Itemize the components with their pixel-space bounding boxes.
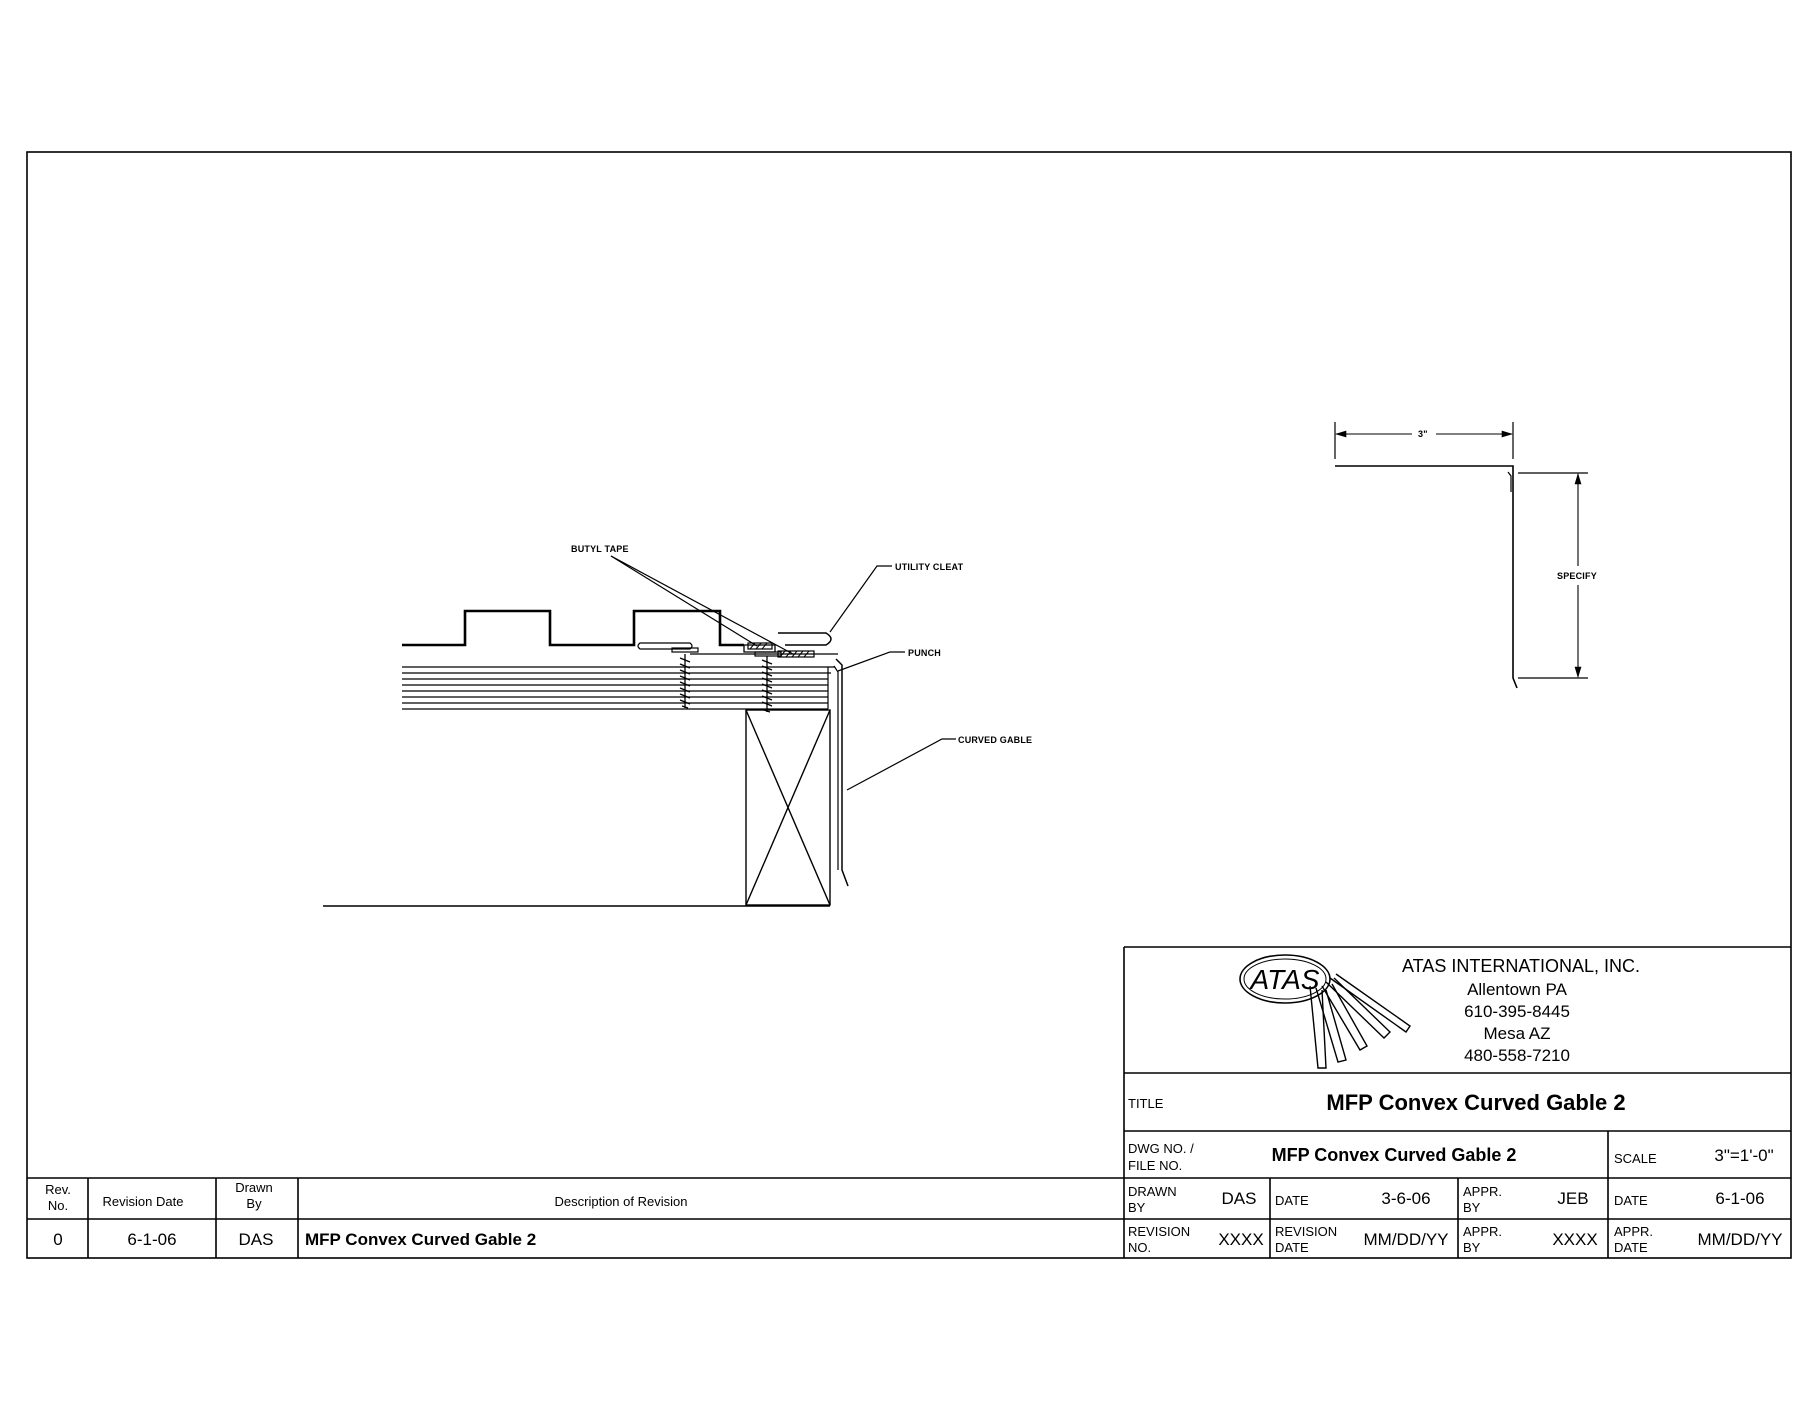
revision-no-label-line1: REVISION [1128, 1224, 1190, 1239]
washer [671, 647, 699, 653]
title-label: TITLE [1128, 1096, 1164, 1111]
date2-value: 6-1-06 [1715, 1189, 1764, 1208]
label-butyl-tape: BUTYL TAPE [571, 544, 629, 554]
description-header: Description of Revision [555, 1194, 688, 1209]
drawn-by-header-line2: By [246, 1196, 262, 1211]
revision-date-label-line1: REVISION [1275, 1224, 1337, 1239]
revision-row-date: 6-1-06 [127, 1230, 176, 1249]
rev-no-header-line2: No. [48, 1198, 68, 1213]
dimension-3-inch: 3" [1418, 429, 1428, 439]
drawn-by-value: DAS [1222, 1189, 1257, 1208]
revision-date-header: Revision Date [103, 1194, 184, 1209]
appr-date-value: MM/DD/YY [1698, 1230, 1783, 1249]
revision-no-label-line2: NO. [1128, 1240, 1151, 1255]
dwg-no-value: MFP Convex Curved Gable 2 [1272, 1145, 1517, 1165]
appr-by-label-line2: BY [1463, 1200, 1481, 1215]
trim-profile [1334, 422, 1588, 689]
logo-text: ATAS [1249, 964, 1320, 995]
revision-row-by: DAS [239, 1230, 274, 1249]
company-phone-1: 610-395-8445 [1464, 1002, 1570, 1021]
scale-label: SCALE [1614, 1151, 1657, 1166]
company-name: ATAS INTERNATIONAL, INC. [1402, 956, 1640, 976]
scale-value: 3"=1'-0" [1714, 1146, 1773, 1165]
drawn-by-label-line1: DRAWN [1128, 1184, 1177, 1199]
appr-by-value: JEB [1557, 1189, 1588, 1208]
profile-outline [1335, 465, 1518, 689]
dwg-no-label-line1: DWG NO. / [1128, 1141, 1194, 1156]
label-utility-cleat: UTILITY CLEAT [895, 562, 964, 572]
date-value: 3-6-06 [1381, 1189, 1430, 1208]
dimension-specify: SPECIFY [1557, 571, 1597, 581]
appr-by2-label-line1: APPR. [1463, 1224, 1502, 1239]
company-city-1: Allentown PA [1467, 980, 1568, 999]
sheet-border [26, 151, 1792, 1259]
label-punch: PUNCH [908, 648, 941, 658]
revision-row-description: MFP Convex Curved Gable 2 [305, 1230, 536, 1249]
roof-deck-layers [402, 666, 835, 710]
revision-row-rev: 0 [53, 1230, 62, 1249]
company-phone-2: 480-558-7210 [1464, 1046, 1570, 1065]
revision-date-value: MM/DD/YY [1364, 1230, 1449, 1249]
date-label: DATE [1275, 1193, 1309, 1208]
revision-date-label-line2: DATE [1275, 1240, 1309, 1255]
drawn-by-label-line2: BY [1128, 1200, 1146, 1215]
drawn-by-header-line1: Drawn [235, 1180, 273, 1195]
utility-cleat [778, 632, 832, 646]
title-block [27, 946, 1791, 1258]
metal-panel [402, 609, 744, 647]
wood-blocking [745, 709, 831, 906]
date2-label: DATE [1614, 1193, 1648, 1208]
section-detail [323, 609, 849, 907]
butyl-tape-strip [747, 642, 773, 650]
curved-gable-trim [835, 658, 849, 887]
profile-hem [1507, 471, 1512, 492]
rev-no-header-line1: Rev. [45, 1182, 71, 1197]
company-city-2: Mesa AZ [1483, 1024, 1550, 1043]
screw [761, 656, 773, 713]
appr-by2-label-line2: BY [1463, 1240, 1481, 1255]
appr-by2-value: XXXX [1552, 1230, 1597, 1249]
appr-date-label-line2: DATE [1614, 1240, 1648, 1255]
label-curved-gable: CURVED GABLE [958, 735, 1032, 745]
screw [679, 654, 691, 709]
curved-gable-trim [833, 665, 839, 870]
drawing-title: MFP Convex Curved Gable 2 [1326, 1090, 1625, 1115]
revision-no-value: XXXX [1218, 1230, 1263, 1249]
atas-logo [1239, 954, 1411, 1069]
appr-date-label-line1: APPR. [1614, 1224, 1653, 1239]
leader-lines [610, 555, 956, 791]
appr-by-label-line1: APPR. [1463, 1184, 1502, 1199]
dwg-no-label-line2: FILE NO. [1128, 1158, 1182, 1173]
